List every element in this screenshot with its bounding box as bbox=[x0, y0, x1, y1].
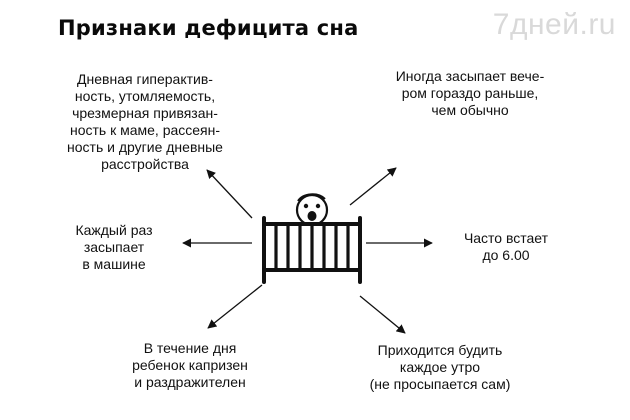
note-line: чрезмерная привязан- bbox=[72, 105, 218, 121]
note-line: ребенок капризен bbox=[132, 357, 248, 373]
note-falls-asleep-earlier: Иногда засыпает вече- ром гораздо раньше… bbox=[382, 68, 558, 119]
arrow-to-top-left bbox=[206, 169, 253, 219]
note-cranky-during-day: В течение дня ребенок капризен и раздраж… bbox=[113, 340, 267, 391]
note-line: в машине bbox=[82, 256, 146, 272]
note-line: Иногда засыпает вече- bbox=[395, 68, 545, 84]
note-line: Приходится будить bbox=[377, 342, 503, 358]
note-line: ность к маме, рассеян- bbox=[69, 122, 221, 138]
arrow-to-top-right bbox=[349, 167, 397, 206]
note-daytime-hyperactivity: Дневная гиперактив- ность, утомляемость,… bbox=[50, 71, 240, 173]
note-line: (не просыпается сам) bbox=[369, 376, 511, 392]
note-line: В течение дня bbox=[143, 340, 237, 356]
note-line: расстройства bbox=[101, 156, 189, 172]
note-line: каждое утро bbox=[399, 359, 481, 375]
note-line: Дневная гиперактив- bbox=[77, 71, 213, 87]
arrow-to-bottom-right bbox=[359, 295, 406, 334]
crib-icon bbox=[262, 216, 362, 284]
note-line: ность, утомляемость, bbox=[74, 88, 216, 104]
note-sleeps-in-car: Каждый раз засыпает в машине bbox=[60, 222, 168, 273]
note-line: Часто встает bbox=[463, 230, 549, 246]
arrow-to-bottom-left bbox=[207, 284, 263, 329]
diagram-title: Признаки дефицита сна bbox=[58, 16, 359, 40]
note-line: до 6.00 bbox=[482, 247, 530, 263]
watermark-logo: 7дней.ru bbox=[492, 8, 616, 41]
baby-face-icon bbox=[295, 193, 329, 227]
note-wakes-before-six: Часто встает до 6.00 bbox=[446, 230, 566, 264]
note-line: чем обычно bbox=[431, 102, 509, 118]
note-line: ность и другие дневные bbox=[67, 139, 223, 155]
note-line: Каждый раз bbox=[75, 222, 153, 238]
note-must-wake-every-morning: Приходится будить каждое утро (не просып… bbox=[344, 342, 536, 393]
note-line: ром гораздо раньше, bbox=[401, 85, 539, 101]
note-line: засыпает bbox=[83, 239, 145, 255]
note-line: и раздражителен bbox=[134, 374, 246, 390]
